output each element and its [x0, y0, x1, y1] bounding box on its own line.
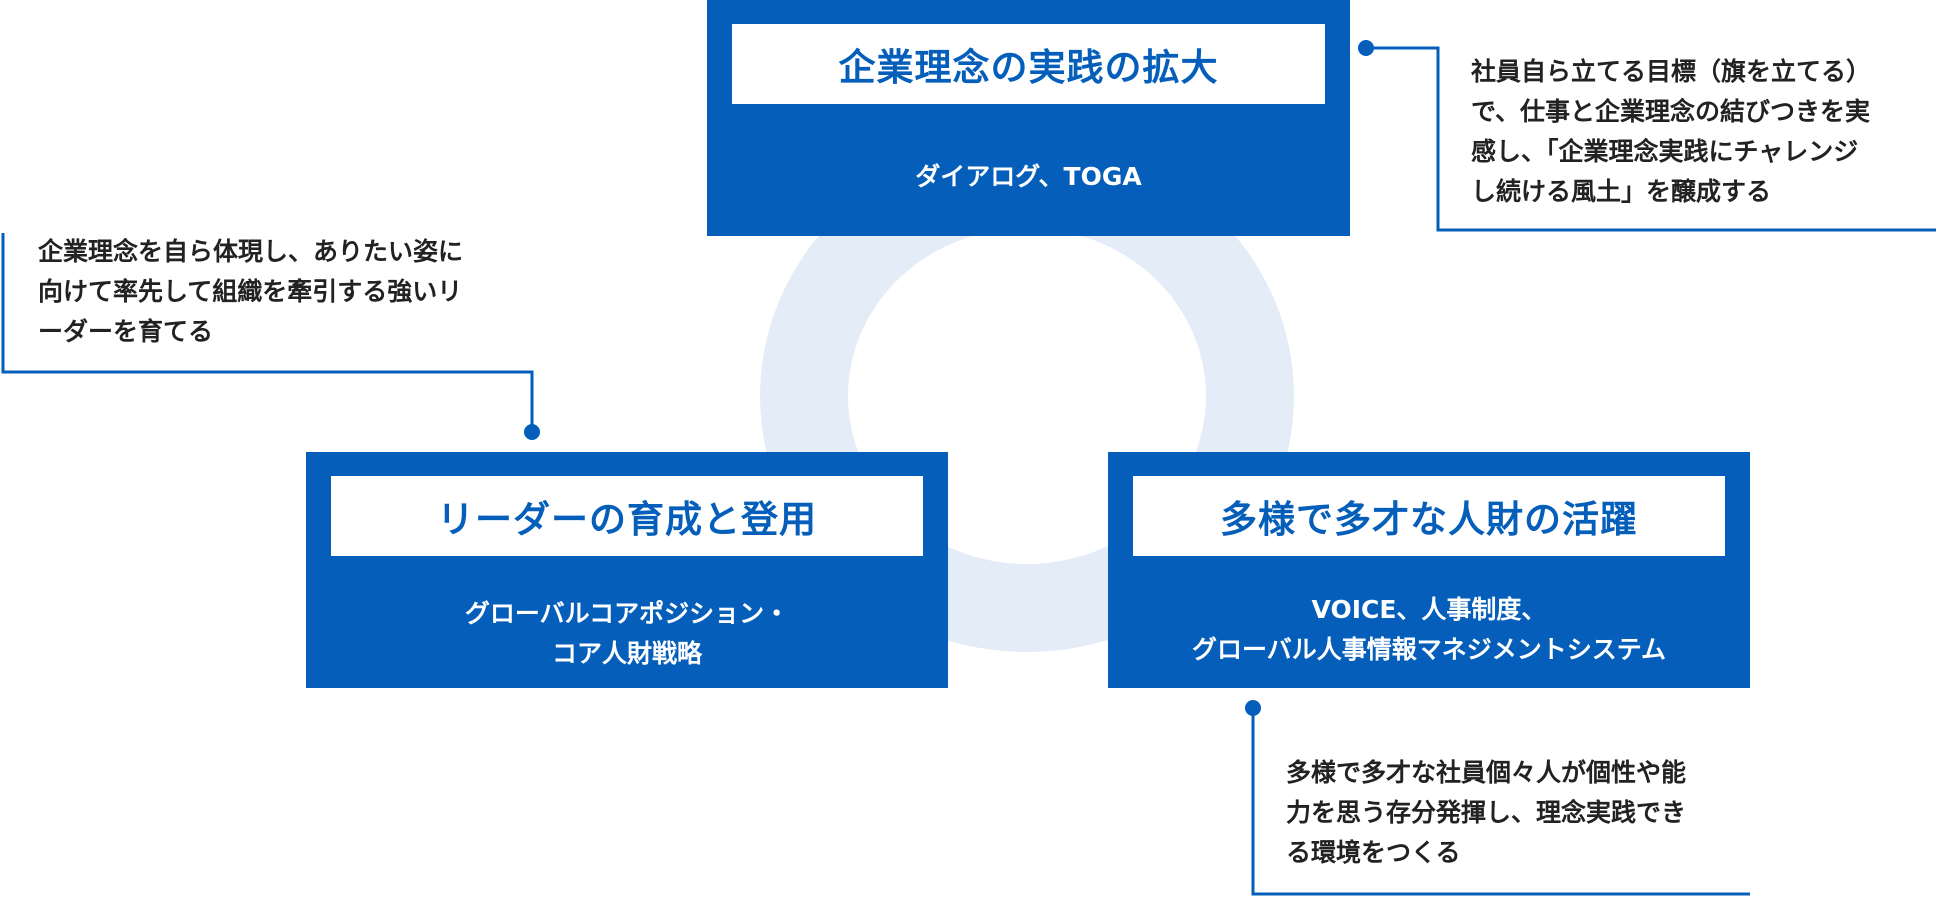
bottom-note-connector [1251, 708, 1750, 896]
left-note-dot [524, 424, 540, 440]
top-panel-title: 企業理念の実践の拡大 [732, 24, 1325, 104]
top-note: 社員自ら立てる目標（旗を立てる） で、仕事と企業理念の結びつきを実 感し、「企業… [1471, 52, 1871, 212]
left-note: 企業理念を自ら体現し、ありたい姿に 向けて率先して組織を牽引する強いリ ーダーを… [38, 232, 463, 352]
left-panel-sub-line2: コア人財戦略 [551, 639, 702, 668]
left-panel-sub-line1: グローバルコアポジション・ [464, 599, 790, 628]
bottom-note-line1: 多様で多才な社員個々人が個性や能 [1286, 758, 1687, 787]
right-panel-subtitle: VOICE、人事制度、 グローバル人事情報マネジメントシステム [1108, 590, 1750, 670]
bottom-note-line3: る環境をつくる [1286, 838, 1461, 867]
left-panel-subtitle: グローバルコアポジション・ コア人財戦略 [306, 594, 948, 674]
top-panel: 企業理念の実践の拡大 ダイアログ、TOGA [707, 0, 1350, 236]
left-note-line1: 企業理念を自ら体現し、ありたい姿に [38, 237, 464, 266]
top-note-line2: で、仕事と企業理念の結びつきを実 [1471, 97, 1871, 126]
top-note-dot [1358, 40, 1374, 56]
top-note-line4: し続ける風土」を醸成する [1471, 177, 1772, 206]
top-note-line1: 社員自ら立てる目標（旗を立てる） [1471, 57, 1872, 86]
bottom-note-line2: 力を思う存分発揮し、理念実践でき [1286, 798, 1687, 827]
right-panel-sub-line1: VOICE、人事制度、 [1311, 595, 1547, 624]
top-note-line3: 感し、「企業理念実践にチャレンジ [1471, 137, 1859, 166]
left-note-line3: ーダーを育てる [38, 317, 214, 346]
right-panel-sub-line2: グローバル人事情報マネジメントシステム [1191, 635, 1666, 664]
right-panel: 多様で多才な人財の活躍 VOICE、人事制度、 グローバル人事情報マネジメントシ… [1108, 452, 1750, 688]
left-panel-title: リーダーの育成と登用 [331, 476, 923, 556]
bottom-note-dot [1245, 700, 1261, 716]
bottom-note: 多様で多才な社員個々人が個性や能 力を思う存分発揮し、理念実践でき る環境をつく… [1286, 753, 1686, 873]
top-note-connector [1366, 46, 1936, 232]
left-panel: リーダーの育成と登用 グローバルコアポジション・ コア人財戦略 [306, 452, 948, 688]
top-panel-subtitle: ダイアログ、TOGA [707, 157, 1350, 197]
left-note-connector [1, 233, 534, 432]
right-panel-title: 多様で多才な人財の活躍 [1133, 476, 1725, 556]
top-panel-sub-line1: ダイアログ、TOGA [915, 162, 1142, 191]
left-note-line2: 向けて率先して組織を牽引する強いリ [38, 277, 463, 306]
